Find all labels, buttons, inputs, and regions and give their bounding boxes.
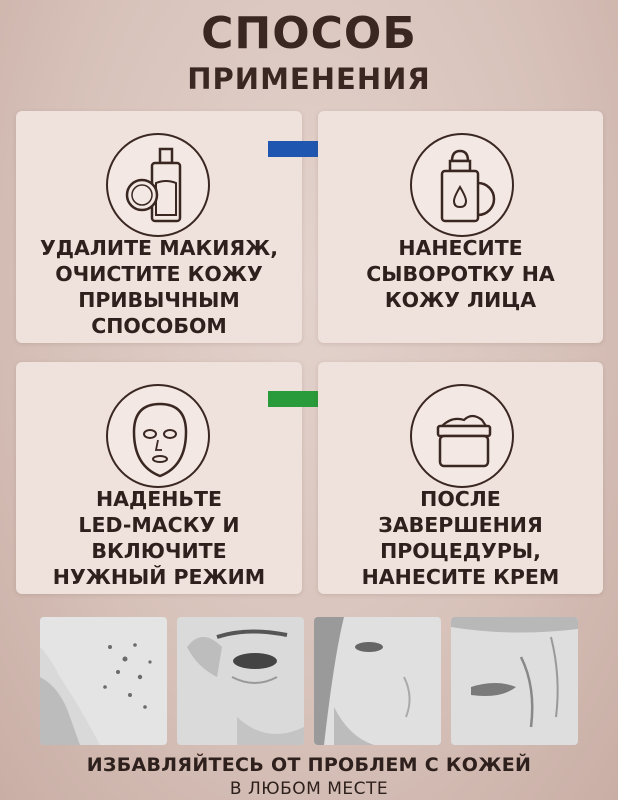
step-3-icon-circle [106,384,210,488]
footer-caption: ИЗБАВЛЯЙТЕСЬ ОТ ПРОБЛЕМ С КОЖЕЙ [86,754,532,776]
skin-photos-strip [40,617,578,745]
step-2-icon-circle [410,133,514,237]
footer-caption-secondary: В ЛЮБОМ МЕСТЕ [229,779,389,799]
photo-eye-wrinkles [177,617,304,745]
step-2-text: НАНЕСИТЕ СЫВОРОТКУ НА КОЖУ ЛИЦА [366,236,555,312]
page-title: СПОСОБ [201,8,417,59]
face-mask-icon [132,402,188,478]
step-card-apply-serum: НАНЕСИТЕ СЫВОРОТКУ НА КОЖУ ЛИЦА [318,111,603,343]
step-3-text: НАДЕНЬТЕ LED-МАСКУ И ВКЛЮЧИТЕ НУЖНЫЙ РЕЖ… [52,487,266,589]
step-4-text: ПОСЛЕ ЗАВЕРШЕНИЯ ПРОЦЕДУРЫ, НАНЕСИТЕ КРЕ… [361,487,560,589]
step-card-led-mask: НАДЕНЬТЕ LED-МАСКУ И ВКЛЮЧИТЕ НУЖНЫЙ РЕЖ… [16,362,302,594]
step-4-icon-circle [410,384,514,488]
step-card-remove-makeup: УДАЛИТЕ МАКИЯЖ, ОЧИСТИТЕ КОЖУ ПРИВЫЧНЫМ … [16,111,302,343]
photo-mouth-wrinkles [451,617,578,745]
photo-smooth-skin [314,617,441,745]
serum-dropper-bottle-icon [440,149,496,223]
step-1-icon-circle [106,133,210,237]
page-subtitle: ПРИМЕНЕНИЯ [187,62,431,96]
makeup-remover-bottle-icon [125,147,182,223]
photo-skin-acne [40,617,167,745]
cream-jar-icon [436,414,492,468]
step-card-apply-cream: ПОСЛЕ ЗАВЕРШЕНИЯ ПРОЦЕДУРЫ, НАНЕСИТЕ КРЕ… [318,362,603,594]
step-1-text: УДАЛИТЕ МАКИЯЖ, ОЧИСТИТЕ КОЖУ ПРИВЫЧНЫМ … [39,236,279,338]
